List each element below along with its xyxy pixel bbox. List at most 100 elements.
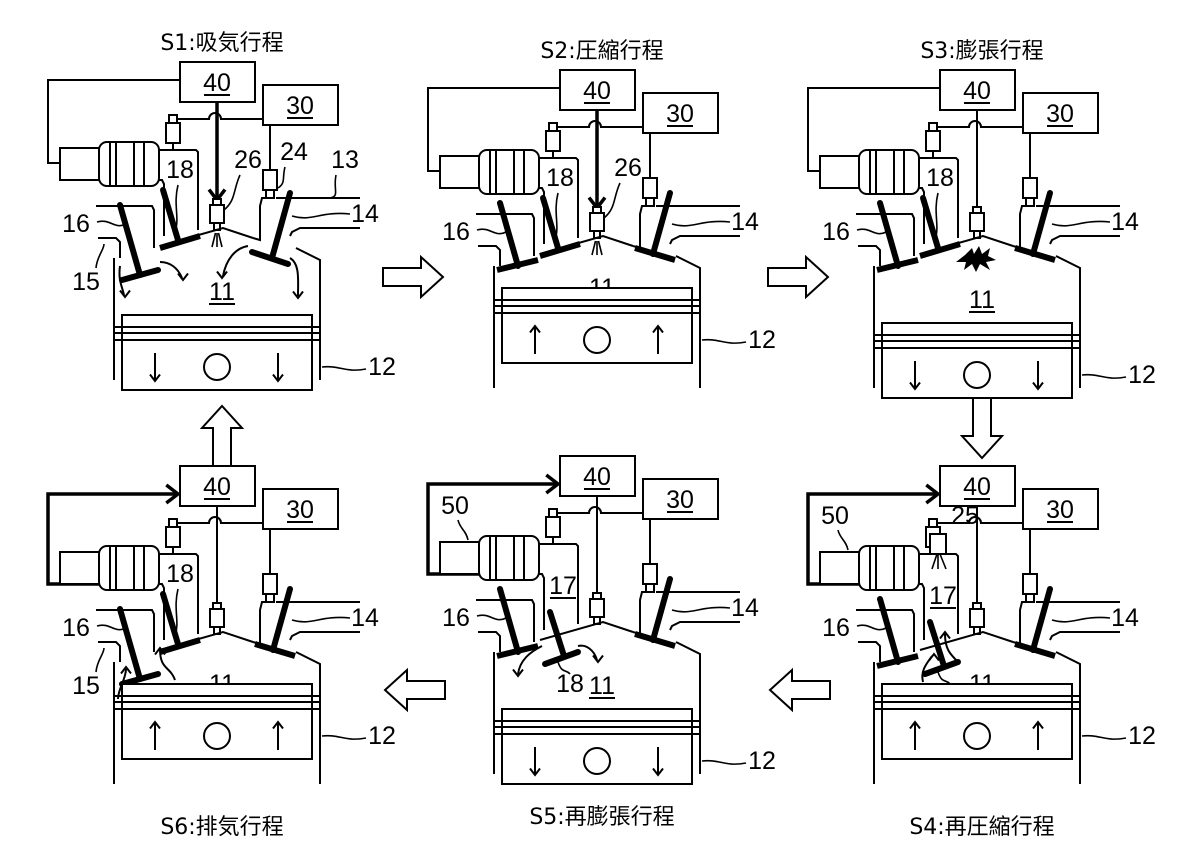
exhaust-valve-head [496, 257, 539, 273]
exhaust-port-bottom [478, 245, 501, 266]
piston-pin [963, 722, 991, 750]
subchamber-wall-right [159, 149, 199, 230]
label-14: 14 [351, 200, 379, 228]
transition-arrow-s3-s4 [959, 397, 1005, 460]
panel-title: S4:再圧縮行程 [909, 815, 1054, 840]
leader-18 [174, 588, 179, 637]
panel-title: S2:圧縮行程 [540, 39, 663, 64]
intake-port-inner [1012, 601, 1026, 646]
leader-12 [701, 759, 747, 765]
fuel-injector-tip [645, 197, 655, 207]
leader-14 [1051, 616, 1111, 623]
spray-line [211, 232, 217, 248]
fuel-injector [642, 563, 658, 585]
fuel-injector-tip [1025, 593, 1035, 603]
subchamber-wall-left [539, 187, 545, 244]
ecu-label: 40 [583, 463, 611, 491]
combustion-burst [956, 246, 996, 272]
flow-arrowhead [928, 652, 940, 662]
throttle-body [819, 155, 861, 189]
piston-pin [203, 722, 231, 750]
intake-valve-head [1014, 245, 1056, 263]
ecu-label: 40 [203, 473, 231, 501]
ecu-wire [807, 87, 940, 172]
intake-valve-head [249, 249, 291, 267]
flow-arrow [159, 648, 176, 681]
leader-26 [223, 174, 241, 211]
leader-16 [476, 614, 507, 621]
controller-label: 30 [286, 92, 314, 120]
exhaust-port-bottom [858, 641, 881, 662]
transfer-valve-head [922, 659, 961, 677]
ecu-label: 40 [203, 69, 231, 97]
catalyst [478, 149, 540, 195]
sensor-cap [928, 122, 938, 132]
exhaust-port-bottom [478, 631, 501, 652]
transfer-valve-head [919, 241, 961, 259]
intake-port-inner [1012, 205, 1026, 250]
controller-wire [937, 516, 1023, 524]
leader-14 [291, 212, 351, 219]
controller-label: 30 [1046, 496, 1074, 524]
throttle-body [819, 551, 861, 585]
flow-arrowhead [154, 646, 166, 656]
spray-line [591, 240, 597, 256]
piston-motion-arrowhead [272, 373, 284, 383]
controller-label: 30 [1046, 100, 1074, 128]
catalyst [858, 149, 920, 195]
leader-18 [934, 192, 939, 241]
leader-14 [671, 220, 731, 227]
sensor-cap [928, 518, 938, 528]
label-18: 18 [546, 164, 574, 192]
intake-port-inner [252, 197, 266, 242]
catalyst [478, 535, 540, 581]
intake-valve-stem [1030, 190, 1053, 257]
label-18: 18 [556, 670, 584, 698]
exhaust-valve-stem [497, 586, 521, 655]
ecu-label: 40 [583, 77, 611, 105]
intake-port-inner [632, 591, 646, 636]
exhaust-valve-head [876, 653, 919, 669]
flow-arrow [517, 645, 543, 675]
label-14: 14 [731, 208, 759, 236]
flow-arrowhead [292, 290, 304, 300]
flow-arrowhead [120, 665, 132, 675]
label-50: 50 [441, 492, 469, 520]
intake-valve-stem [270, 586, 293, 653]
spark-plug [969, 608, 985, 628]
label-18: 18 [926, 164, 954, 192]
leader-24 [277, 166, 286, 189]
sensor-body [165, 122, 181, 144]
label-13: 13 [331, 146, 359, 174]
leader-13 [329, 174, 337, 199]
subchamber-wall-left [919, 583, 925, 640]
spray-line [217, 232, 223, 248]
subchamber-wall-right [919, 157, 959, 238]
intake-port-inner [632, 205, 646, 250]
panel-title: S5:再膨張行程 [529, 805, 674, 830]
panel-s4: S4:再圧縮行程40305017251416181112 [806, 465, 1156, 840]
flow-arrowhead [592, 654, 604, 664]
fuel-injector [262, 169, 278, 191]
sensor-cap [548, 508, 558, 518]
piston-pin [583, 747, 611, 775]
piston-motion-arrowhead [909, 720, 921, 730]
piston-motion-arrowhead [529, 767, 541, 777]
piston-motion-arrowhead [272, 720, 284, 730]
label-26: 26 [234, 146, 262, 174]
spark-plug-cap [212, 602, 222, 610]
label-12: 12 [368, 353, 396, 381]
leader-16 [96, 220, 127, 227]
label-16: 16 [822, 218, 850, 246]
exhaust-valve-stem [497, 200, 521, 269]
feedback-arrowhead [925, 483, 941, 505]
label-16: 16 [442, 218, 470, 246]
label-25: 25 [951, 502, 979, 530]
fuel-injector [642, 177, 658, 199]
label-26: 26 [614, 154, 642, 182]
leader-12 [701, 338, 747, 344]
intake-port-bottom [1049, 631, 1120, 641]
ecu-label: 40 [963, 473, 991, 501]
